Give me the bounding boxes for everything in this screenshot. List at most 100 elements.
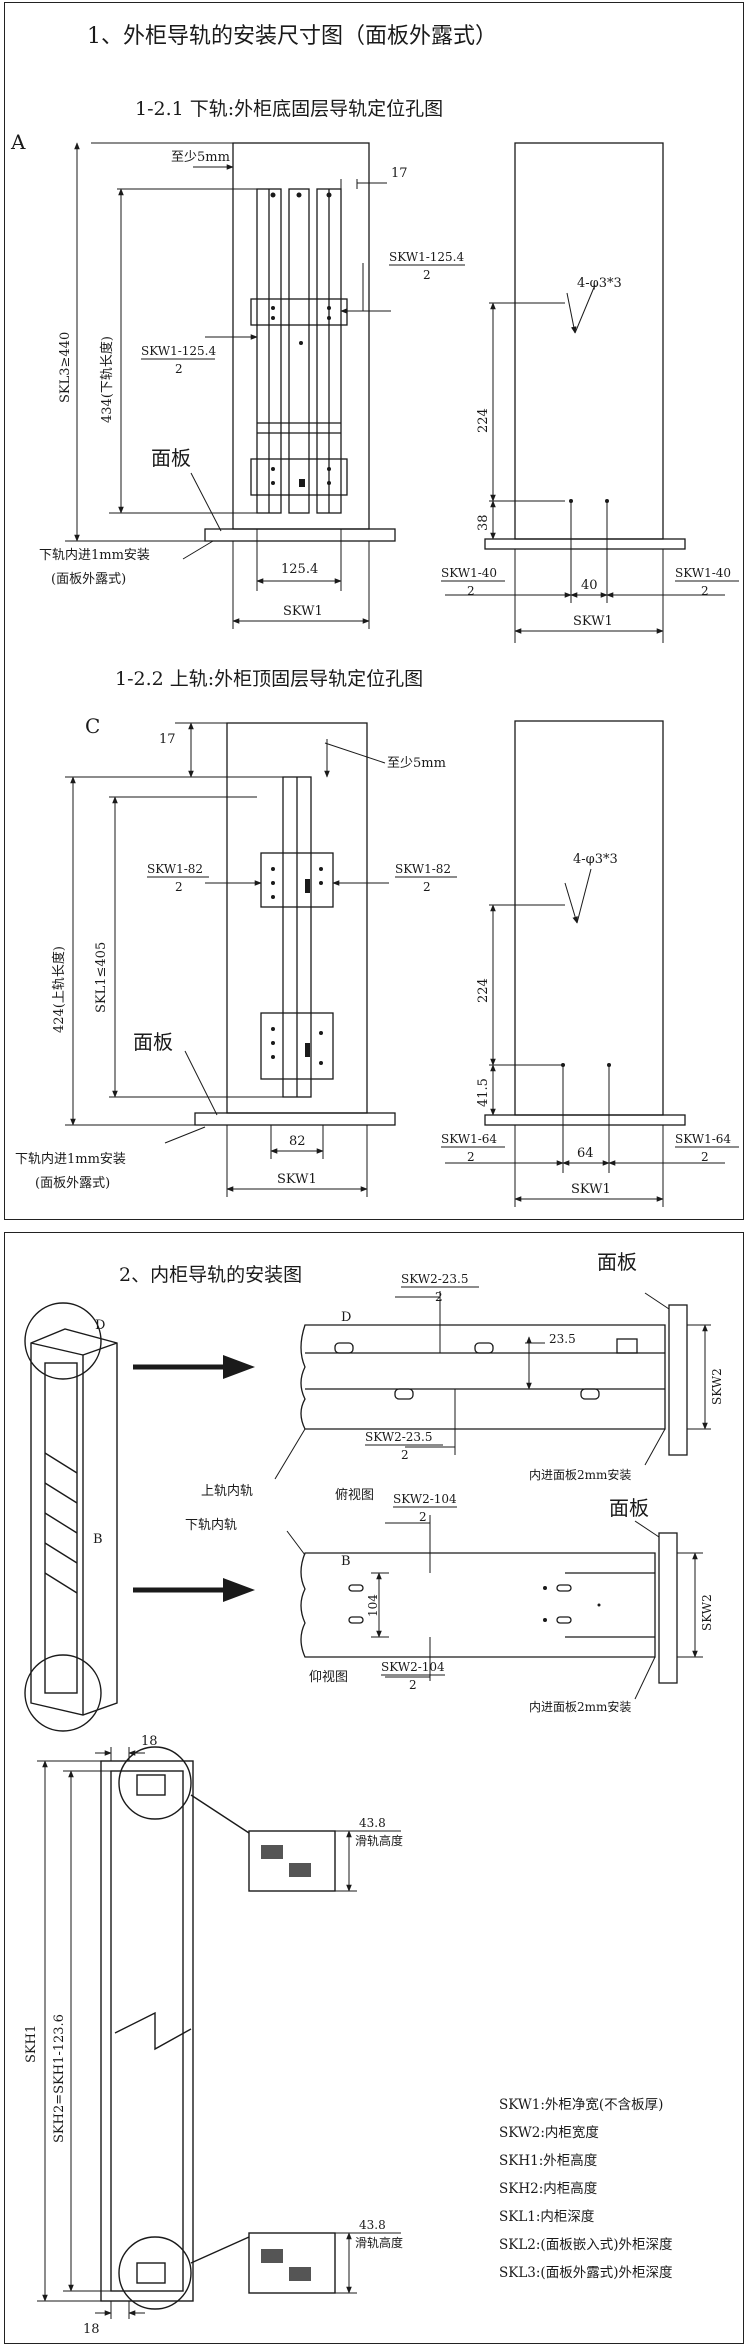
upper-left-den: 2 [175,880,183,894]
lower-left-den: 2 [175,362,183,376]
upper-d17: 17 [159,732,176,747]
top-view-label: 俯视图 [335,1487,374,1503]
top-inset: 内进面板2mm安装 [529,1467,631,1482]
upper-d82: 82 [289,1134,306,1149]
upper-d64: 64 [577,1146,594,1161]
lower-min5: 至少5mm [171,150,230,165]
lower-side-right-den: 2 [701,584,709,598]
upper-skl1: SKL1≤405 [94,942,109,1013]
arrow-top-icon [133,1355,255,1379]
legend-item: SKH2:内柜高度 [499,2180,597,2197]
bottom-inset: 内进面板2mm安装 [529,1699,631,1714]
outer-rail-drawing: 1、外柜导轨的安装尺寸图（面板外露式） 1-2.1 下轨:外柜底固层导轨定位孔图… [10,24,739,1207]
side-skh1: SKH1 [24,2025,39,2063]
upper-side-left-den: 2 [467,1150,475,1164]
lower-d17: 17 [391,166,408,181]
lower-elevation-outline [514,142,664,540]
side-d18-top: 18 [141,1734,158,1749]
side-h2-label: 滑轨高度 [355,2235,403,2250]
top-view-drawing [300,1304,688,1456]
top-d235: 23.5 [549,1332,576,1346]
lower-side-left-den: 2 [467,584,475,598]
upper-len424: 424(上轨长度) [51,946,67,1033]
bottom-rail-label: 下轨内轨 [185,1517,237,1533]
section2-title: 2、内柜导轨的安装图 [119,1264,302,1286]
side-h1-label: 滑轨高度 [355,1833,403,1848]
bottom-view-drawing [300,1532,678,1684]
upper-side-right-den: 2 [701,1150,709,1164]
mark-b2: B [341,1554,351,1569]
top-skw-num: SKW2-23.5 [401,1272,469,1286]
lower-side-right: SKW1-40 [675,566,731,580]
lower-len434: 434(下轨长度) [99,336,115,423]
lower-holes: 4-φ3*3 [577,276,622,291]
upper-inset1: 下轨内进1mm安装 [15,1151,126,1167]
bottom-panel-label: 面板 [609,1496,649,1520]
upper-side-right: SKW1-64 [675,1132,731,1146]
inner-rail-panel: 2、内柜导轨的安装图 D B D 面板 [4,1232,744,2344]
bottom-skw-num: SKW2-104 [393,1492,457,1506]
upper-elevation-outline [514,720,664,1116]
upper-left-num: SKW1-82 [147,862,203,876]
bottom-skw-den: 2 [419,1510,427,1524]
bottom-skw-bot-num: SKW2-104 [381,1660,445,1674]
upper-right-den: 2 [423,880,431,894]
lower-d38: 38 [476,514,491,531]
lower-d40: 40 [581,578,598,593]
lower-right-num: SKW1-125.4 [389,250,465,264]
top-skw-bot-den: 2 [401,1448,409,1462]
upper-min5: 至少5mm [387,756,446,771]
lower-side-left: SKW1-40 [441,566,497,580]
side-d18-bottom: 18 [83,2322,100,2337]
upper-d224: 224 [476,978,491,1003]
inner-rail-drawing: 2、内柜导轨的安装图 D B D 面板 [24,1250,724,2337]
upper-right-num: SKW1-82 [395,862,451,876]
lower-left-num: SKW1-125.4 [141,344,217,358]
section1-title: 1、外柜导轨的安装尺寸图（面板外露式） [87,24,497,49]
lower-d224: 224 [476,408,491,433]
bottom-d104: 104 [366,1594,380,1617]
lower-right-den: 2 [423,268,431,282]
top-rail-label: 上轨内轨 [201,1483,253,1499]
lower-inset2: (面板外露式) [51,572,126,587]
outer-rail-panel: 1、外柜导轨的安装尺寸图（面板外露式） 1-2.1 下轨:外柜底固层导轨定位孔图… [4,2,744,1220]
legend-item: SKW2:内柜宽度 [499,2124,599,2141]
top-panel-label: 面板 [597,1250,637,1274]
mark-d2: D [341,1310,351,1325]
upper-subtitle: 1-2.2 上轨:外柜顶固层导轨定位孔图 [115,668,423,690]
legend-item: SKL3:(面板外露式)外柜深度 [499,2265,672,2281]
lower-panel-label: 面板 [151,446,191,470]
arrow-bottom-icon [133,1578,255,1602]
upper-holes: 4-φ3*3 [573,852,618,867]
upper-side-left: SKW1-64 [441,1132,497,1146]
legend: SKW1:外柜净宽(不含板厚) SKW2:内柜宽度 SKH1:外柜高度 SKH2… [499,2096,672,2281]
upper-skw1: SKW1 [277,1172,317,1187]
lower-panel-rect [204,528,396,542]
mark-b: B [93,1532,103,1547]
legend-item: SKW1:外柜净宽(不含板厚) [499,2096,663,2113]
lower-skw1: SKW1 [283,604,323,619]
upper-d415: 41.5 [476,1078,491,1107]
side-skh2: SKH2=SKH1-123.6 [52,2014,67,2143]
lower-subtitle: 1-2.1 下轨:外柜底固层导轨定位孔图 [135,98,443,120]
upper-panel-label: 面板 [133,1030,173,1054]
cabinet-perspective [24,1302,118,1732]
lower-rail-mid [288,188,310,514]
side-h1: 43.8 [359,1816,386,1830]
lower-mark: A [10,130,26,154]
lower-inset1: 下轨内进1mm安装 [39,547,150,563]
bottom-skw2: SKW2 [700,1594,714,1631]
side-elevation-drawing [100,1746,336,2310]
lower-d1254: 125.4 [281,562,318,577]
top-skw-den: 2 [435,1290,443,1304]
lower-skw1b: SKW1 [573,614,613,629]
side-h2: 43.8 [359,2218,386,2232]
mark-d: D [95,1318,105,1333]
upper-mark: C [85,714,100,738]
legend-item: SKL2:(面板嵌入式)外柜深度 [499,2237,672,2253]
top-skw2: SKW2 [710,1368,724,1405]
top-skw-bot-num: SKW2-23.5 [365,1430,433,1444]
legend-item: SKH1:外柜高度 [499,2152,597,2169]
bottom-skw-bot-den: 2 [409,1678,417,1692]
upper-inset2: (面板外露式) [35,1176,110,1191]
